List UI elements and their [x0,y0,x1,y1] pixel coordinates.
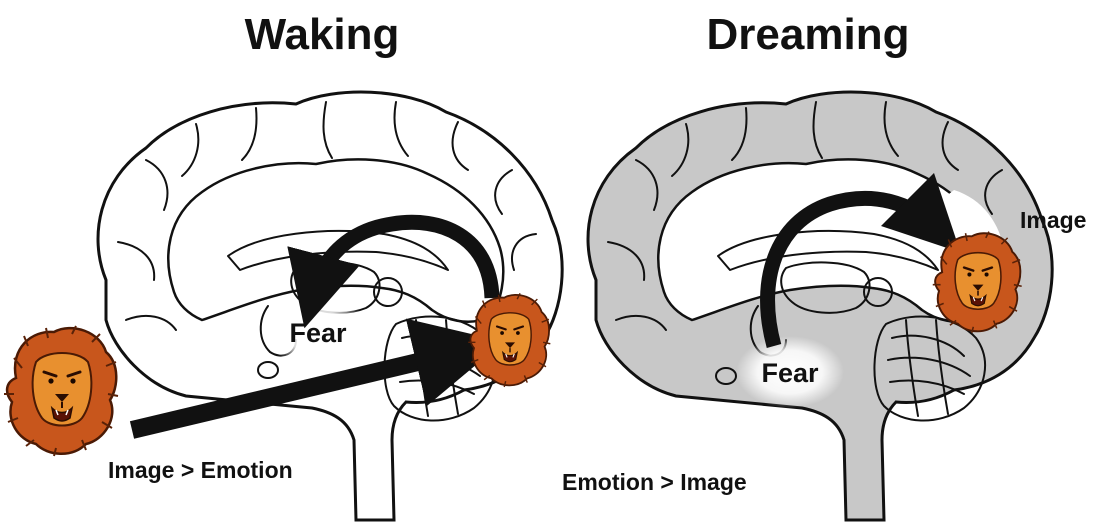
dreaming-image-label: Image [1020,207,1086,233]
dreaming-panel: Dreaming Fear Image Emotion > Image [562,10,1086,520]
waking-external-lion-icon [4,326,118,456]
waking-caption: Image > Emotion [108,457,293,483]
waking-fear-label: Fear [289,318,347,348]
dreaming-lion-icon [933,232,1022,333]
dreaming-title: Dreaming [707,10,910,59]
dreaming-caption: Emotion > Image [562,469,747,495]
dreaming-fear-label: Fear [761,358,819,388]
waking-title: Waking [245,10,400,59]
waking-internal-lion-icon [468,293,550,387]
waking-panel: Waking Fear Imag [4,10,562,520]
